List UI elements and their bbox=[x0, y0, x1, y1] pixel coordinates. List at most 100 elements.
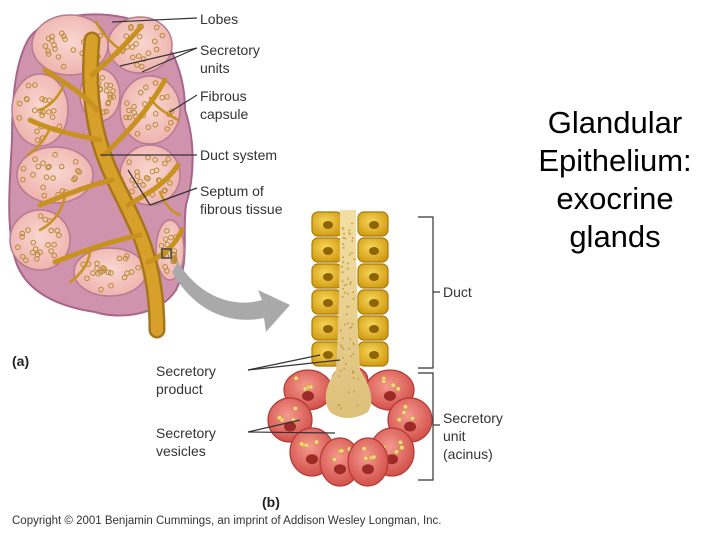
secretory-vesicle bbox=[277, 415, 281, 419]
product-granule bbox=[346, 284, 348, 286]
label-duct-system: Duct system bbox=[200, 146, 277, 164]
duct-cell-nucleus bbox=[369, 299, 379, 307]
secretory-vesicle bbox=[382, 379, 386, 383]
panel-a-tag: (a) bbox=[12, 353, 29, 369]
product-granule bbox=[350, 281, 352, 283]
product-granule bbox=[340, 407, 342, 409]
product-granule bbox=[340, 345, 342, 347]
duct-cell-nucleus bbox=[323, 299, 333, 307]
product-granule bbox=[344, 237, 346, 239]
panel-b-tag: (b) bbox=[262, 494, 280, 510]
product-granule bbox=[349, 327, 351, 329]
product-granule bbox=[342, 280, 344, 282]
secretory-vesicle bbox=[340, 449, 344, 453]
acinus-cell-nucleus bbox=[384, 391, 396, 401]
duct-cell-nucleus bbox=[369, 273, 379, 281]
product-granule bbox=[343, 237, 345, 239]
product-granule bbox=[340, 329, 342, 331]
product-granule bbox=[349, 254, 351, 256]
secretory-vesicle bbox=[362, 447, 366, 451]
product-granule bbox=[348, 391, 350, 393]
secretory-vesicle bbox=[372, 455, 376, 459]
duct-cell-nucleus bbox=[323, 273, 333, 281]
secretory-vesicle bbox=[309, 385, 313, 389]
product-granule bbox=[342, 227, 344, 229]
product-granule bbox=[352, 370, 354, 372]
acinus-cell-nucleus bbox=[404, 422, 416, 432]
product-granule bbox=[348, 306, 350, 308]
product-granule bbox=[347, 262, 349, 264]
product-granule bbox=[342, 337, 344, 339]
duct-cell-nucleus bbox=[369, 247, 379, 255]
product-granule bbox=[357, 405, 359, 407]
product-granule bbox=[351, 323, 353, 325]
product-granule bbox=[352, 237, 354, 239]
product-granule bbox=[346, 313, 348, 315]
product-granule bbox=[343, 247, 345, 249]
secretory-vesicle bbox=[299, 442, 303, 446]
product-granule bbox=[357, 378, 359, 380]
product-granule bbox=[352, 353, 354, 355]
product-granule bbox=[345, 363, 347, 365]
product-granule bbox=[342, 288, 344, 290]
product-granule bbox=[353, 298, 355, 300]
product-granule bbox=[352, 291, 354, 293]
product-granule bbox=[342, 357, 344, 359]
product-granule bbox=[341, 266, 343, 268]
product-granule bbox=[342, 243, 344, 245]
product-granule bbox=[342, 271, 344, 273]
secretory-vesicle bbox=[293, 406, 297, 410]
secretory-vesicle bbox=[394, 450, 398, 454]
duct-cell-nucleus bbox=[369, 325, 379, 333]
product-granule bbox=[343, 348, 345, 350]
secretory-vesicle bbox=[391, 383, 395, 387]
product-granule bbox=[342, 256, 344, 258]
secretory-vesicle bbox=[410, 416, 414, 420]
secretory-vesicle bbox=[294, 376, 298, 380]
duct-cell-nucleus bbox=[323, 325, 333, 333]
product-granule bbox=[351, 252, 353, 254]
product-granule bbox=[350, 355, 352, 357]
product-granule bbox=[349, 338, 351, 340]
secretory-vesicle bbox=[397, 418, 401, 422]
product-granule bbox=[348, 229, 350, 231]
product-granule bbox=[352, 377, 354, 379]
copyright-credit: Copyright © 2001 Benjamin Cummings, an i… bbox=[12, 515, 442, 527]
label-secretory-units: Secretory units bbox=[200, 41, 260, 77]
secretory-vesicle bbox=[396, 387, 400, 391]
acinus-cell-nucleus bbox=[302, 391, 314, 401]
secretory-vesicle bbox=[402, 410, 406, 414]
product-granule bbox=[353, 258, 355, 260]
label-secretory-unit: Secretory unit (acinus) bbox=[443, 409, 503, 463]
product-granule bbox=[353, 391, 355, 393]
product-granule bbox=[344, 324, 346, 326]
secretory-vesicle bbox=[314, 440, 318, 444]
product-granule bbox=[340, 370, 342, 372]
product-granule bbox=[349, 233, 351, 235]
secretory-vesicle bbox=[332, 457, 336, 461]
duct-cell-nucleus bbox=[323, 221, 333, 229]
product-granule bbox=[349, 283, 351, 285]
product-granule bbox=[347, 322, 349, 324]
acinus-cell bbox=[348, 438, 388, 486]
product-granule bbox=[344, 284, 346, 286]
secretory-vesicle bbox=[398, 440, 402, 444]
duct-cell-nucleus bbox=[369, 221, 379, 229]
label-secretory-product: Secretory product bbox=[156, 362, 216, 398]
acinus-cell-nucleus bbox=[306, 454, 318, 464]
product-granule bbox=[347, 268, 349, 270]
product-granule bbox=[338, 404, 340, 406]
lobe bbox=[120, 76, 180, 144]
label-septum: Septum of fibrous tissue bbox=[200, 182, 282, 218]
product-granule bbox=[344, 292, 346, 294]
duct-cell-nucleus bbox=[369, 351, 379, 359]
product-granule bbox=[352, 342, 354, 344]
secretory-vesicle bbox=[403, 405, 407, 409]
duct-cell-nucleus bbox=[323, 247, 333, 255]
label-lobes: Lobes bbox=[200, 10, 238, 28]
product-granule bbox=[343, 233, 345, 235]
product-granule bbox=[338, 375, 340, 377]
magnify-arrow bbox=[172, 262, 290, 332]
acinus-cell-nucleus bbox=[334, 464, 346, 474]
